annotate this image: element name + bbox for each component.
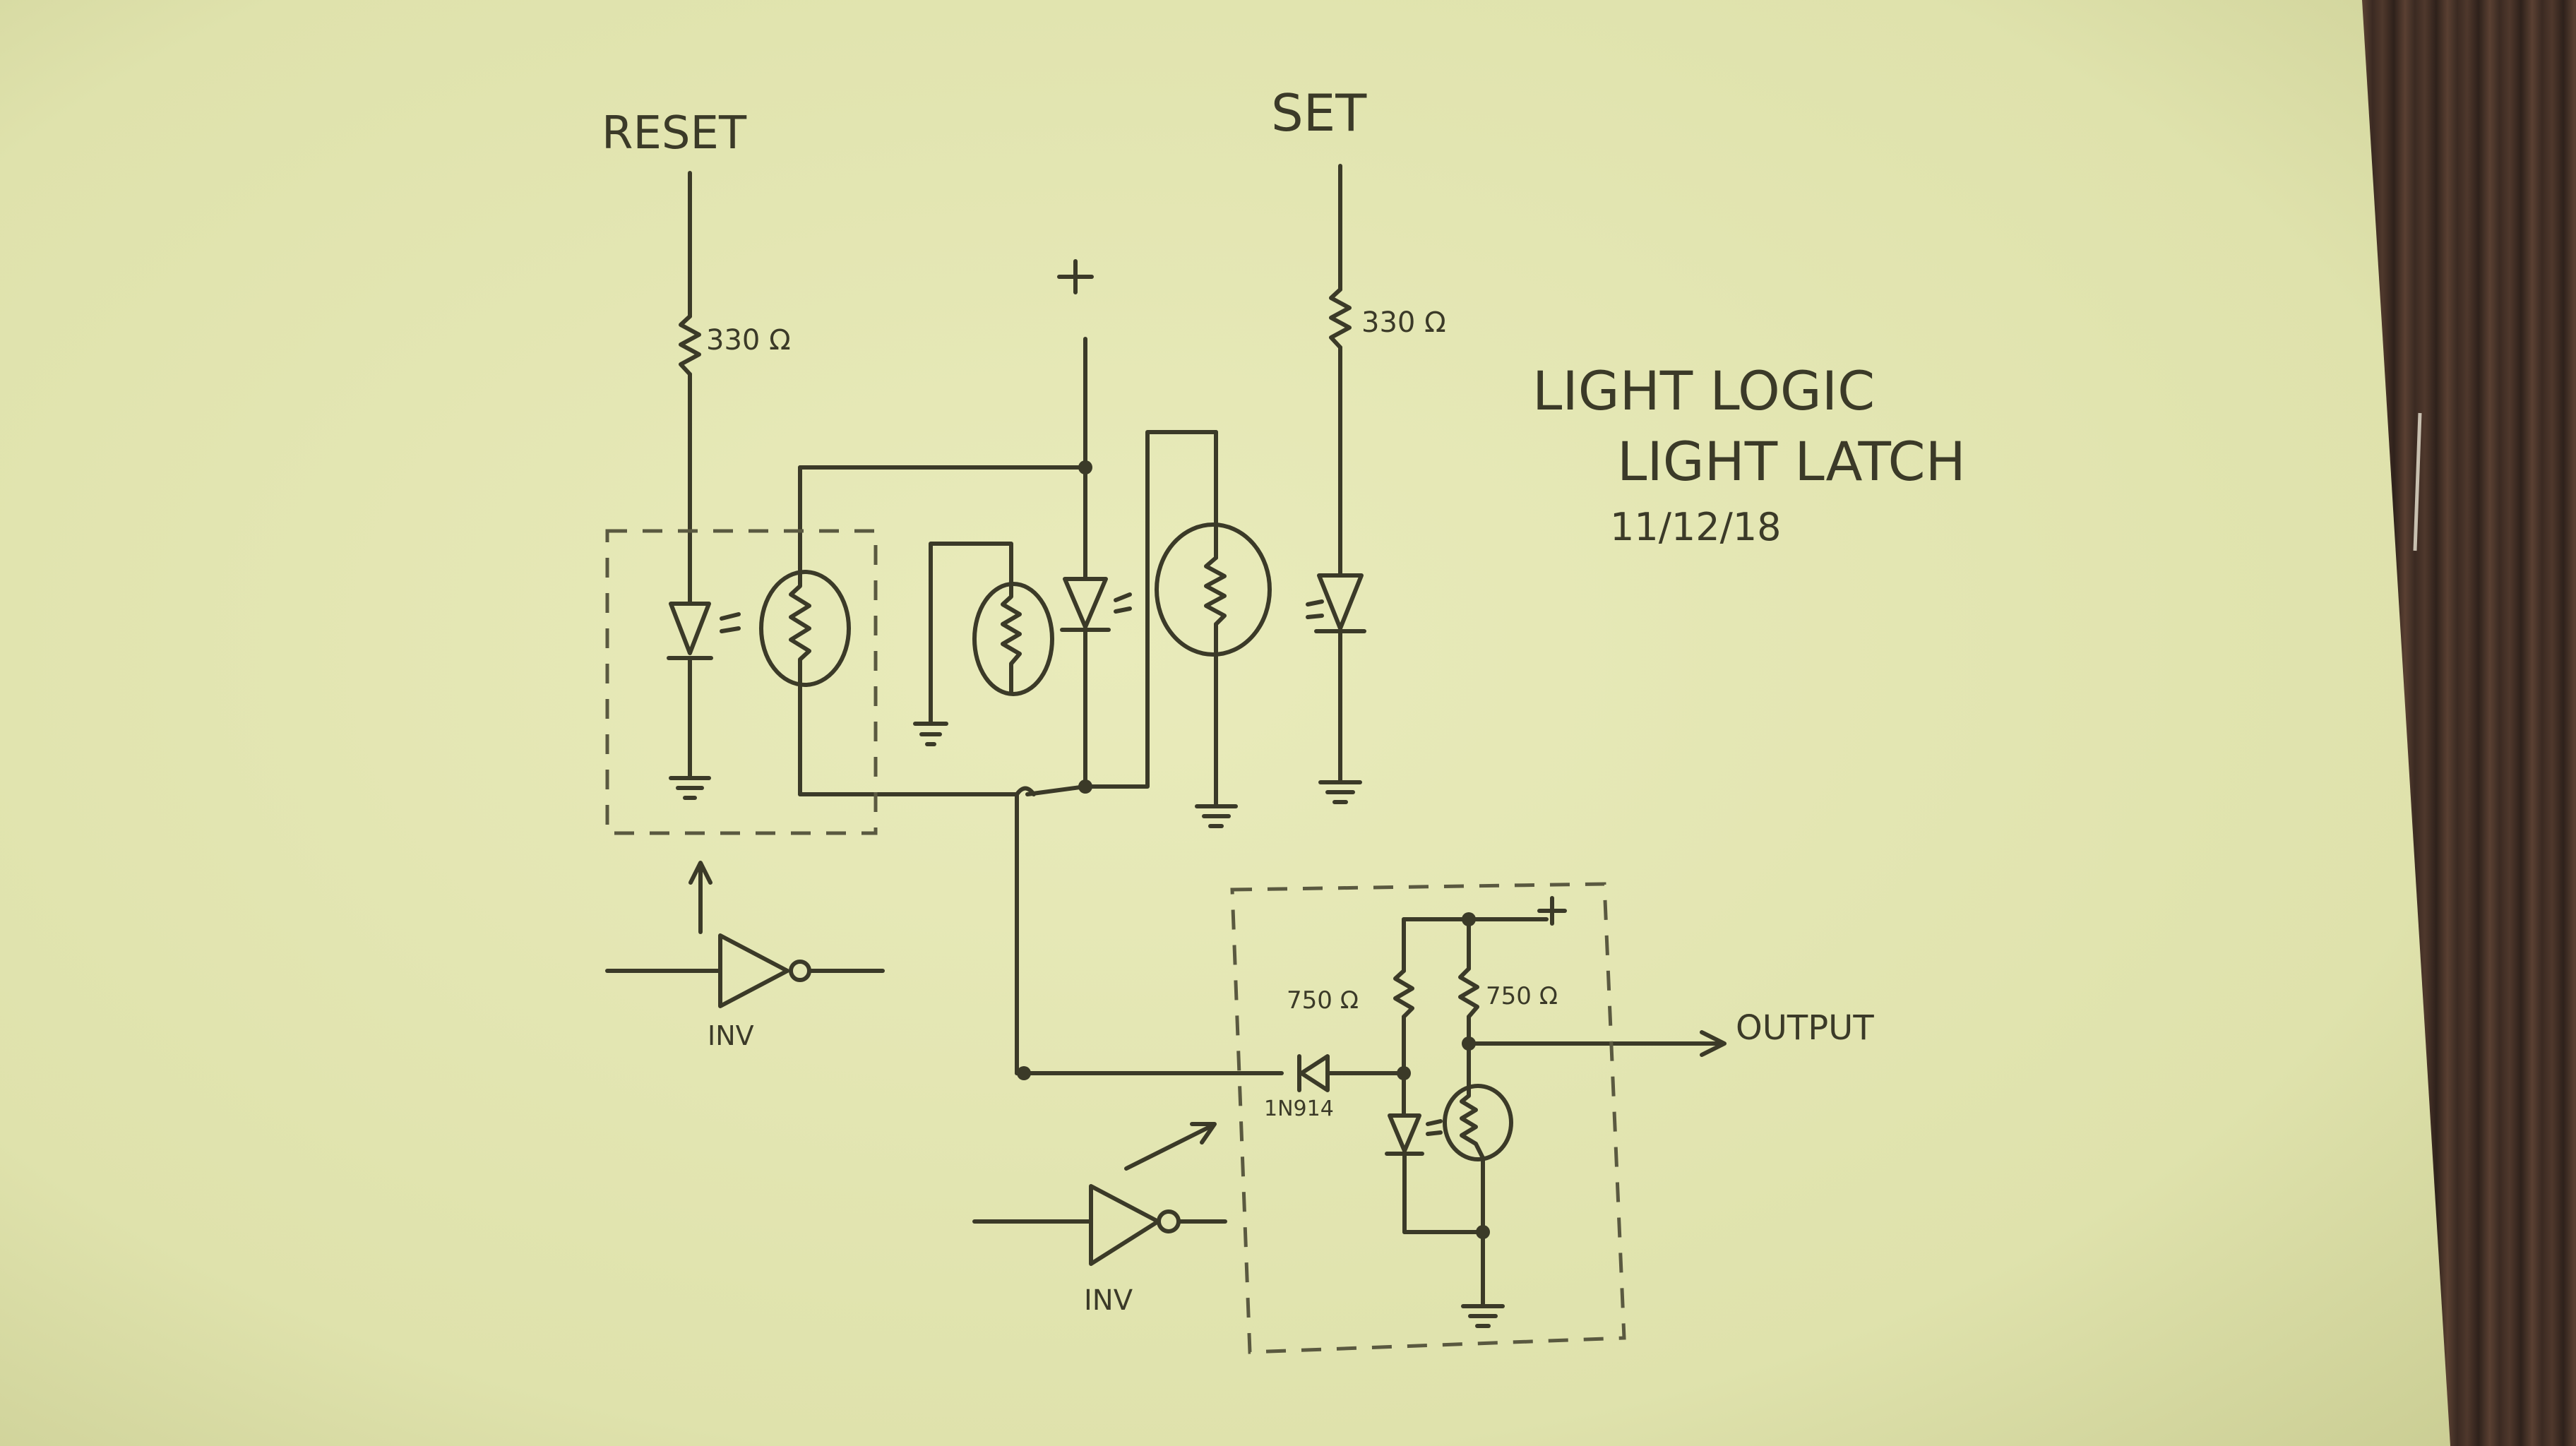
left-750-label: 750 Ω [1287,986,1359,1015]
reset-label: RESET [602,107,747,160]
center-led [1063,577,1108,629]
latch-photoresistor [1155,522,1272,657]
title-line-2: LIGHT LATCH [1617,430,1966,493]
diode-label: 1N914 [1264,1097,1334,1121]
wood-scratch [2413,412,2422,551]
title-line-1: LIGHT LOGIC [1532,359,1875,422]
set-label: SET [1271,83,1367,143]
reset-resistor-value: 330 Ω [706,324,791,357]
inverter-2-label: INV [1084,1284,1133,1317]
paper-sheet [0,0,2450,1446]
junction-dots [1017,460,1490,1239]
title-date: 11/12/18 [1610,505,1782,549]
reset-photoresistor [759,570,851,687]
output-resistor-right-750 [1458,967,1479,1019]
reset-led [669,602,711,655]
reset-inverter-box [605,529,878,835]
inverter-2 [1089,1184,1160,1266]
set-resistor-value: 330 Ω [1361,306,1446,339]
output-photoresistor [1443,1084,1513,1161]
output-latch-box [1230,882,1626,1354]
inverter-1 [718,933,789,1008]
output-led [1388,1113,1421,1153]
dashed-boxes [605,529,1626,1354]
output-label: OUTPUT [1736,1008,1874,1048]
center-photoresistor [972,582,1054,696]
circuit-wiring [605,164,1727,1328]
reset-resistor-330 [679,314,701,376]
inverter-1-label: INV [708,1020,754,1051]
right-750-label: 750 Ω [1486,982,1558,1010]
set-led [1317,573,1364,631]
output-resistor-left-750 [1393,969,1414,1019]
set-resistor-330 [1329,287,1352,349]
